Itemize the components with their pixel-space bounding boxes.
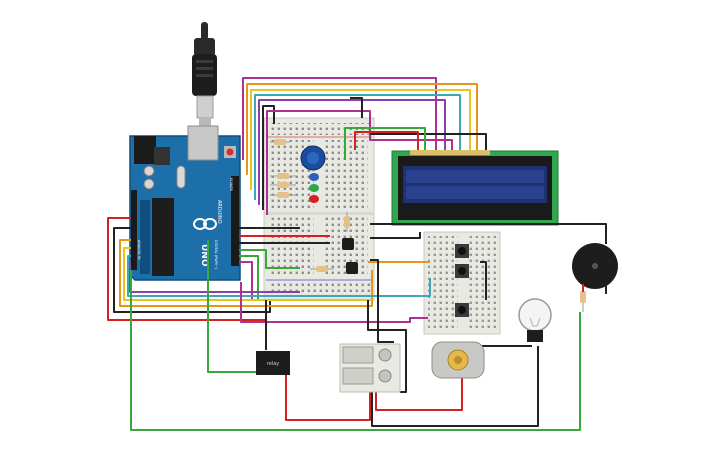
transistor-2 <box>346 262 358 274</box>
led-red <box>309 195 319 203</box>
lcd-display <box>391 150 559 226</box>
transistors <box>342 238 358 274</box>
piezo-buzzer <box>572 243 618 294</box>
arduino-digital-header: DIGITAL (PWM~) <box>214 240 218 270</box>
push-button-2[interactable] <box>455 264 469 278</box>
power-supply <box>339 343 401 393</box>
relay-label: relay <box>267 361 279 367</box>
push-button-3[interactable] <box>455 303 469 317</box>
arduino-analog-header: ANALOG IN <box>137 240 141 260</box>
relay-module: relay <box>256 351 290 375</box>
led-blue <box>309 173 319 181</box>
arduino-uno-label: UNO <box>199 244 209 267</box>
button-breadboard <box>423 231 501 335</box>
lcd-char-row-1 <box>406 170 544 183</box>
push-button-1[interactable] <box>455 244 469 258</box>
usb-cable <box>192 22 217 128</box>
resistor-6 <box>344 212 350 232</box>
transistor-1 <box>342 238 354 250</box>
resistors <box>270 139 586 312</box>
resistor-2 <box>270 173 296 179</box>
arduino-power-header: POWER <box>229 178 233 192</box>
light-bulb <box>518 298 552 342</box>
resistor-3 <box>270 182 296 188</box>
leds <box>309 173 319 203</box>
arduino-uno-board: UNO ARDUINO POWER ANALOG IN DIGITAL (PWM… <box>129 125 241 281</box>
dc-motor <box>431 341 485 379</box>
resistor-1 <box>270 139 290 145</box>
wires <box>107 77 607 431</box>
lcd-char-row-2 <box>406 186 544 199</box>
resistor-5 <box>310 266 334 272</box>
resistor-4 <box>270 192 296 198</box>
led-green <box>309 184 319 192</box>
potentiometer[interactable] <box>300 145 326 171</box>
arduino-brand-label: ARDUINO <box>216 200 222 224</box>
